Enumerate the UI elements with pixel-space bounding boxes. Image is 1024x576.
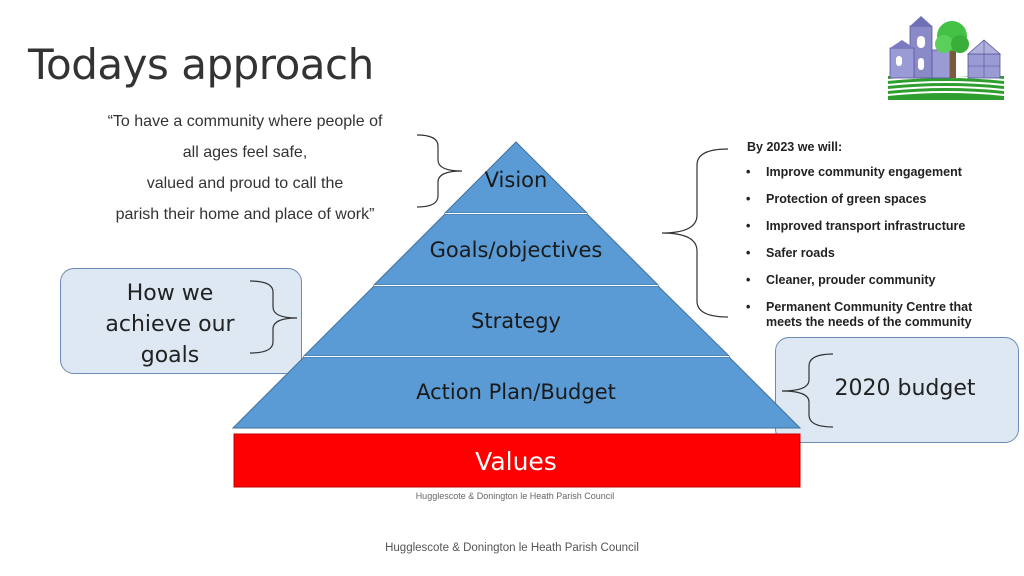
goals-list: Improve community engagement Protection …: [746, 165, 1006, 342]
callout-line: achieve our: [105, 312, 235, 337]
bracket-quote-to-vision: [416, 134, 463, 208]
goal-item: Permanent Community Centre that meets th…: [746, 300, 1006, 330]
callout-line: goals: [140, 343, 200, 368]
slide-footer: Hugglescote & Donington le Heath Parish …: [385, 542, 639, 554]
budget-text: 2020 budget: [834, 376, 976, 401]
budget-callout-box: [775, 337, 1019, 443]
pyramid-base-values: [233, 433, 801, 488]
quote-line: valued and proud to call the: [146, 175, 344, 192]
how-we-achieve-callout-box: [60, 268, 302, 374]
layer-label-goals: Goals/objectives: [430, 238, 603, 262]
quote-line: all ages feel safe,: [182, 144, 308, 161]
bracket-goals-to-pyramid: [661, 148, 729, 318]
goal-item: Improved transport infrastructure: [746, 219, 1006, 234]
layer-label-action-plan: Action Plan/Budget: [416, 380, 616, 404]
how-we-achieve-text: How we achieve our goals: [80, 278, 260, 371]
quote-line: “To have a community where people of: [107, 113, 383, 130]
bracket-budget: [781, 353, 834, 428]
goal-item: Protection of green spaces: [746, 192, 1006, 207]
pyramid-footer-note: Hugglescote & Donington le Heath Parish …: [415, 491, 615, 501]
goal-item: Cleaner, prouder community: [746, 273, 1006, 288]
goal-item: Safer roads: [746, 246, 1006, 261]
slide-title: Todays approach: [28, 40, 374, 89]
parish-church-tree-logo-icon: [888, 16, 1004, 100]
vision-quote: “To have a community where people of all…: [80, 108, 410, 232]
bracket-how-we-achieve: [249, 280, 298, 354]
layer-label-strategy: Strategy: [471, 309, 561, 333]
goals-heading: By 2023 we will:: [747, 140, 843, 154]
goal-item: Improve community engagement: [746, 165, 1006, 180]
values-label: Values: [475, 447, 557, 476]
layer-label-vision: Vision: [485, 168, 548, 192]
quote-line: parish their home and place of work”: [115, 206, 375, 223]
callout-line: How we: [126, 281, 214, 306]
